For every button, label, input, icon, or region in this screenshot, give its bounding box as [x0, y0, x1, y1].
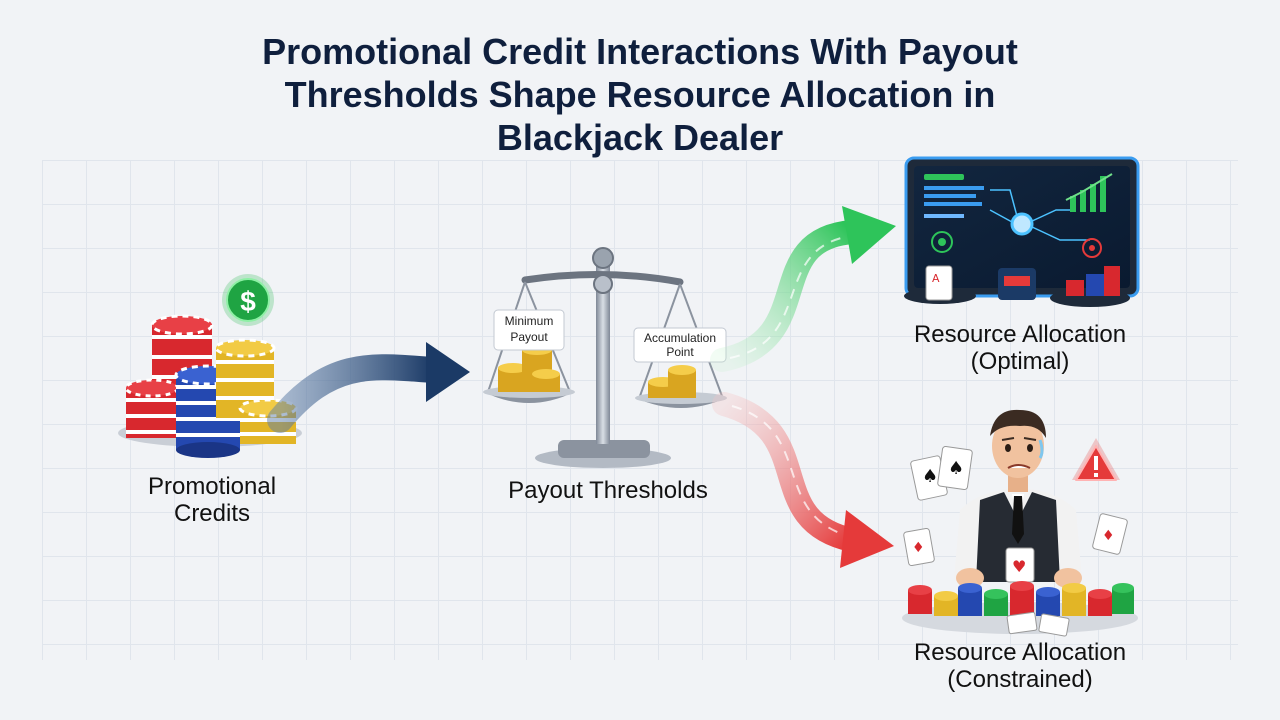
allocation-constrained-line-2: (Constrained): [947, 666, 1093, 693]
allocation-constrained-line-1: Resource Allocation: [913, 639, 1127, 666]
allocation-optimal-line-2: (Optimal): [970, 348, 1070, 375]
warning-icon: [1072, 438, 1120, 481]
flow-arrow-constrained: [712, 392, 894, 568]
constrained-dealer-illustration: ♠ ♠ ♦ ♦ ♥: [902, 409, 1138, 637]
allocation-optimal-label: Resource Allocation (Optimal): [880, 321, 1160, 375]
flow-arrow-optimal: [710, 206, 896, 372]
promotional-credits-line-1: Promotional: [147, 473, 277, 500]
svg-text:♥: ♥: [1012, 557, 1026, 576]
svg-text:$: $: [240, 286, 256, 317]
coin-stack-right: [648, 365, 696, 398]
allocation-optimal-line-1: Resource Allocation: [913, 321, 1127, 348]
svg-text:♦: ♦: [912, 540, 925, 556]
svg-text:♠: ♠: [922, 466, 938, 487]
optimal-dashboard-illustration: A: [904, 156, 1140, 307]
red-chip-stack-front: [124, 378, 180, 438]
page-title: Promotional Credit Interactions With Pay…: [140, 30, 1140, 159]
minimum-payout-tag: [493, 309, 565, 351]
dollar-icon: $: [222, 274, 274, 326]
svg-text:♠: ♠: [948, 458, 964, 479]
svg-text:A: A: [932, 272, 940, 285]
svg-text:♦: ♦: [1102, 528, 1115, 544]
allocation-constrained-label: Resource Allocation (Constrained): [880, 639, 1160, 693]
accumulation-point-tag: [633, 327, 727, 363]
title-line-1: Promotional Credit Interactions With Pay…: [262, 31, 1018, 72]
coin-stack-left: [498, 345, 560, 392]
scattered-chips-pile: [902, 581, 1138, 637]
accumulation-point-line-2: Point: [666, 345, 694, 359]
promotional-credits-line-2: Credits: [173, 500, 251, 527]
flow-arrow-credits-to-thresholds: [267, 342, 470, 433]
payout-thresholds-label: Payout Thresholds: [508, 477, 708, 504]
accumulation-point-line-1: Accumulation: [644, 331, 716, 345]
minimum-payout-line-2: Payout: [510, 330, 548, 344]
title-line-3: Blackjack Dealer: [496, 117, 784, 158]
balance-scale: Minimum Payout Accumulation Point: [483, 247, 727, 468]
title-line-2: Thresholds Shape Resource Allocation in: [284, 74, 996, 115]
promotional-credits-label: Promotional Credits: [122, 473, 302, 527]
minimum-payout-line-1: Minimum: [505, 314, 554, 328]
floating-cards-left: ♠ ♠ ♦ ♦: [903, 445, 1128, 567]
promotional-credits-chips: $: [118, 274, 302, 458]
